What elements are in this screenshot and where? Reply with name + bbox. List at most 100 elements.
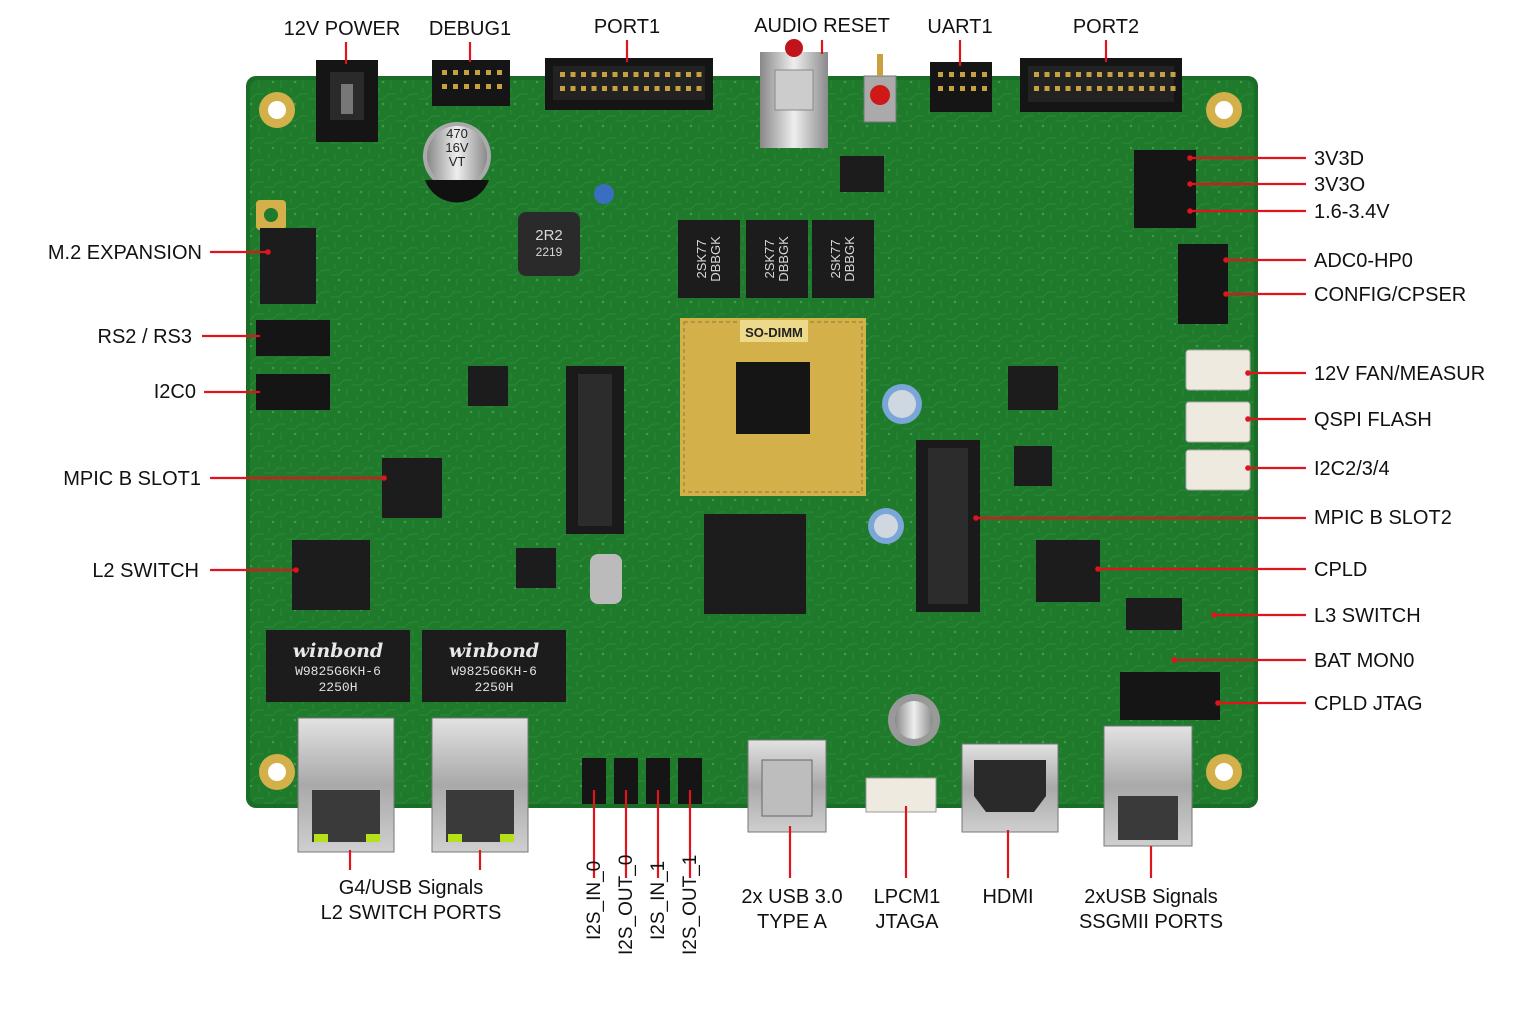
- header-pin: [971, 86, 976, 91]
- label-l3-switch: L3 SWITCH: [1314, 605, 1421, 627]
- m2-slot-1: [566, 366, 624, 534]
- header-pin: [644, 86, 649, 91]
- flash-chip-1: winbond W9825G6KH-6 2250H: [266, 630, 410, 702]
- header-pin: [602, 72, 607, 77]
- header-pin: [560, 72, 565, 77]
- header-pin: [960, 72, 965, 77]
- capacitor-text-3: VT: [449, 154, 466, 169]
- rs-header: [256, 320, 330, 356]
- label-qspi-flash: QSPI FLASH: [1314, 409, 1432, 431]
- label-12v-power: 12V POWER: [284, 18, 401, 40]
- header-pin: [654, 86, 660, 91]
- leader-dot: [1245, 416, 1251, 422]
- label-hdmi: HDMI: [982, 886, 1033, 908]
- audio-jack: [760, 39, 828, 148]
- label-jtaga: JTAGA: [876, 911, 940, 933]
- label-g4-usb-signals: G4/USB Signals: [339, 877, 484, 899]
- label-l2-switch: L2 SWITCH: [92, 560, 199, 582]
- header-pin: [644, 72, 649, 77]
- label-audio-reset: AUDIO RESET: [754, 15, 890, 37]
- flash-chip-2: winbond W9825G6KH-6 2250H: [422, 630, 566, 702]
- header-pin: [949, 86, 954, 91]
- dram-chip-2-line1: 2SK77: [762, 239, 777, 278]
- header-pin: [1065, 72, 1071, 77]
- label-m2-expansion: M.2 EXPANSION: [48, 242, 202, 264]
- header-pin: [623, 86, 628, 91]
- header-pin: [612, 86, 618, 91]
- header-pin: [591, 72, 597, 77]
- sodimm-label: SO-DIMM: [745, 325, 803, 340]
- header-pin: [1170, 72, 1176, 77]
- header-pin: [1170, 86, 1176, 91]
- header-pin: [686, 86, 691, 91]
- header-pin: [938, 86, 943, 91]
- rj45-port: [1103, 725, 1193, 847]
- header-pin: [486, 70, 491, 75]
- label-12v-fan-measur: 12V FAN/MEASUR: [1314, 363, 1485, 385]
- header-pin: [581, 72, 586, 77]
- leader-lines: [202, 40, 1306, 878]
- flash-chip-1-brand: winbond: [293, 640, 383, 662]
- header-pin: [1044, 72, 1050, 77]
- label-3v3d: 3V3D: [1314, 148, 1364, 170]
- inductor: 2R2 2219: [518, 212, 580, 276]
- header-pin: [560, 86, 565, 91]
- header-pin: [464, 70, 469, 75]
- label-lpcm1: LPCM1: [874, 886, 941, 908]
- left-labels: M.2 EXPANSION RS2 / RS3 I2C0 MPIC B SLOT…: [48, 242, 202, 582]
- label-1.6-3.4v: 1.6-3.4V: [1314, 201, 1390, 223]
- label-config-cpser: CONFIG/CPSER: [1314, 284, 1466, 306]
- label-rs2-rs3: RS2 / RS3: [98, 326, 192, 348]
- header-pin: [1118, 86, 1123, 91]
- leader-dot: [1223, 291, 1229, 297]
- leader-dot: [1215, 700, 1221, 706]
- ethernet-port-2: [431, 717, 529, 853]
- header-pin: [1097, 86, 1102, 91]
- port1-header: [545, 58, 713, 110]
- dram-chip-1-line2: DBBGK: [708, 236, 723, 282]
- electrolytic-capacitor: 470 16V VT: [423, 122, 491, 203]
- config-header: [1178, 244, 1228, 324]
- header-pin: [1034, 86, 1039, 91]
- reset-button: [863, 54, 897, 123]
- header-pin: [1139, 72, 1144, 77]
- ethernet-port-1: [297, 717, 395, 853]
- header-pin: [591, 86, 597, 91]
- m2-slot-2: [916, 440, 980, 612]
- label-port2: PORT2: [1073, 16, 1139, 38]
- header-pin: [686, 72, 691, 77]
- hdmi-port: [961, 743, 1059, 833]
- label-i2s-out-0: I2S_OUT_0: [616, 855, 637, 955]
- dram-chip-3-line2: DBBGK: [842, 236, 857, 282]
- leader-dot: [1223, 257, 1229, 263]
- header-pin: [1086, 72, 1092, 77]
- cpld-jtag-header: [1120, 672, 1220, 720]
- flash-chip-1-code: 2250H: [318, 680, 357, 695]
- header-pin: [1065, 86, 1071, 91]
- label-i2c2-3-4: I2C2/3/4: [1314, 458, 1390, 480]
- header-pin: [938, 72, 943, 77]
- header-pin: [1160, 86, 1165, 91]
- label-l2-switch-ports: L2 SWITCH PORTS: [321, 902, 502, 924]
- power-jack: [316, 60, 378, 142]
- label-debug1: DEBUG1: [429, 18, 511, 40]
- header-pin: [1044, 86, 1050, 91]
- leader-dot: [1187, 181, 1193, 187]
- header-pin: [982, 86, 987, 91]
- header-pin: [453, 84, 458, 89]
- label-i2s-in-1: I2S_IN_1: [648, 861, 669, 940]
- header-pin: [570, 86, 576, 91]
- header-pin: [960, 86, 965, 91]
- label-2x-usb-3.0: 2x USB 3.0: [741, 886, 842, 908]
- top-labels: 12V POWER DEBUG1 PORT1 AUDIO RESET UART1…: [284, 15, 1140, 40]
- header-pin: [982, 72, 987, 77]
- lpcm-connector: [865, 777, 937, 813]
- header-pin: [453, 70, 458, 75]
- label-i2s-out-1: I2S_OUT_1: [680, 855, 701, 955]
- header-pin: [475, 70, 480, 75]
- header-pin: [665, 86, 670, 91]
- header-pin: [581, 86, 586, 91]
- port2-header: [1020, 58, 1182, 112]
